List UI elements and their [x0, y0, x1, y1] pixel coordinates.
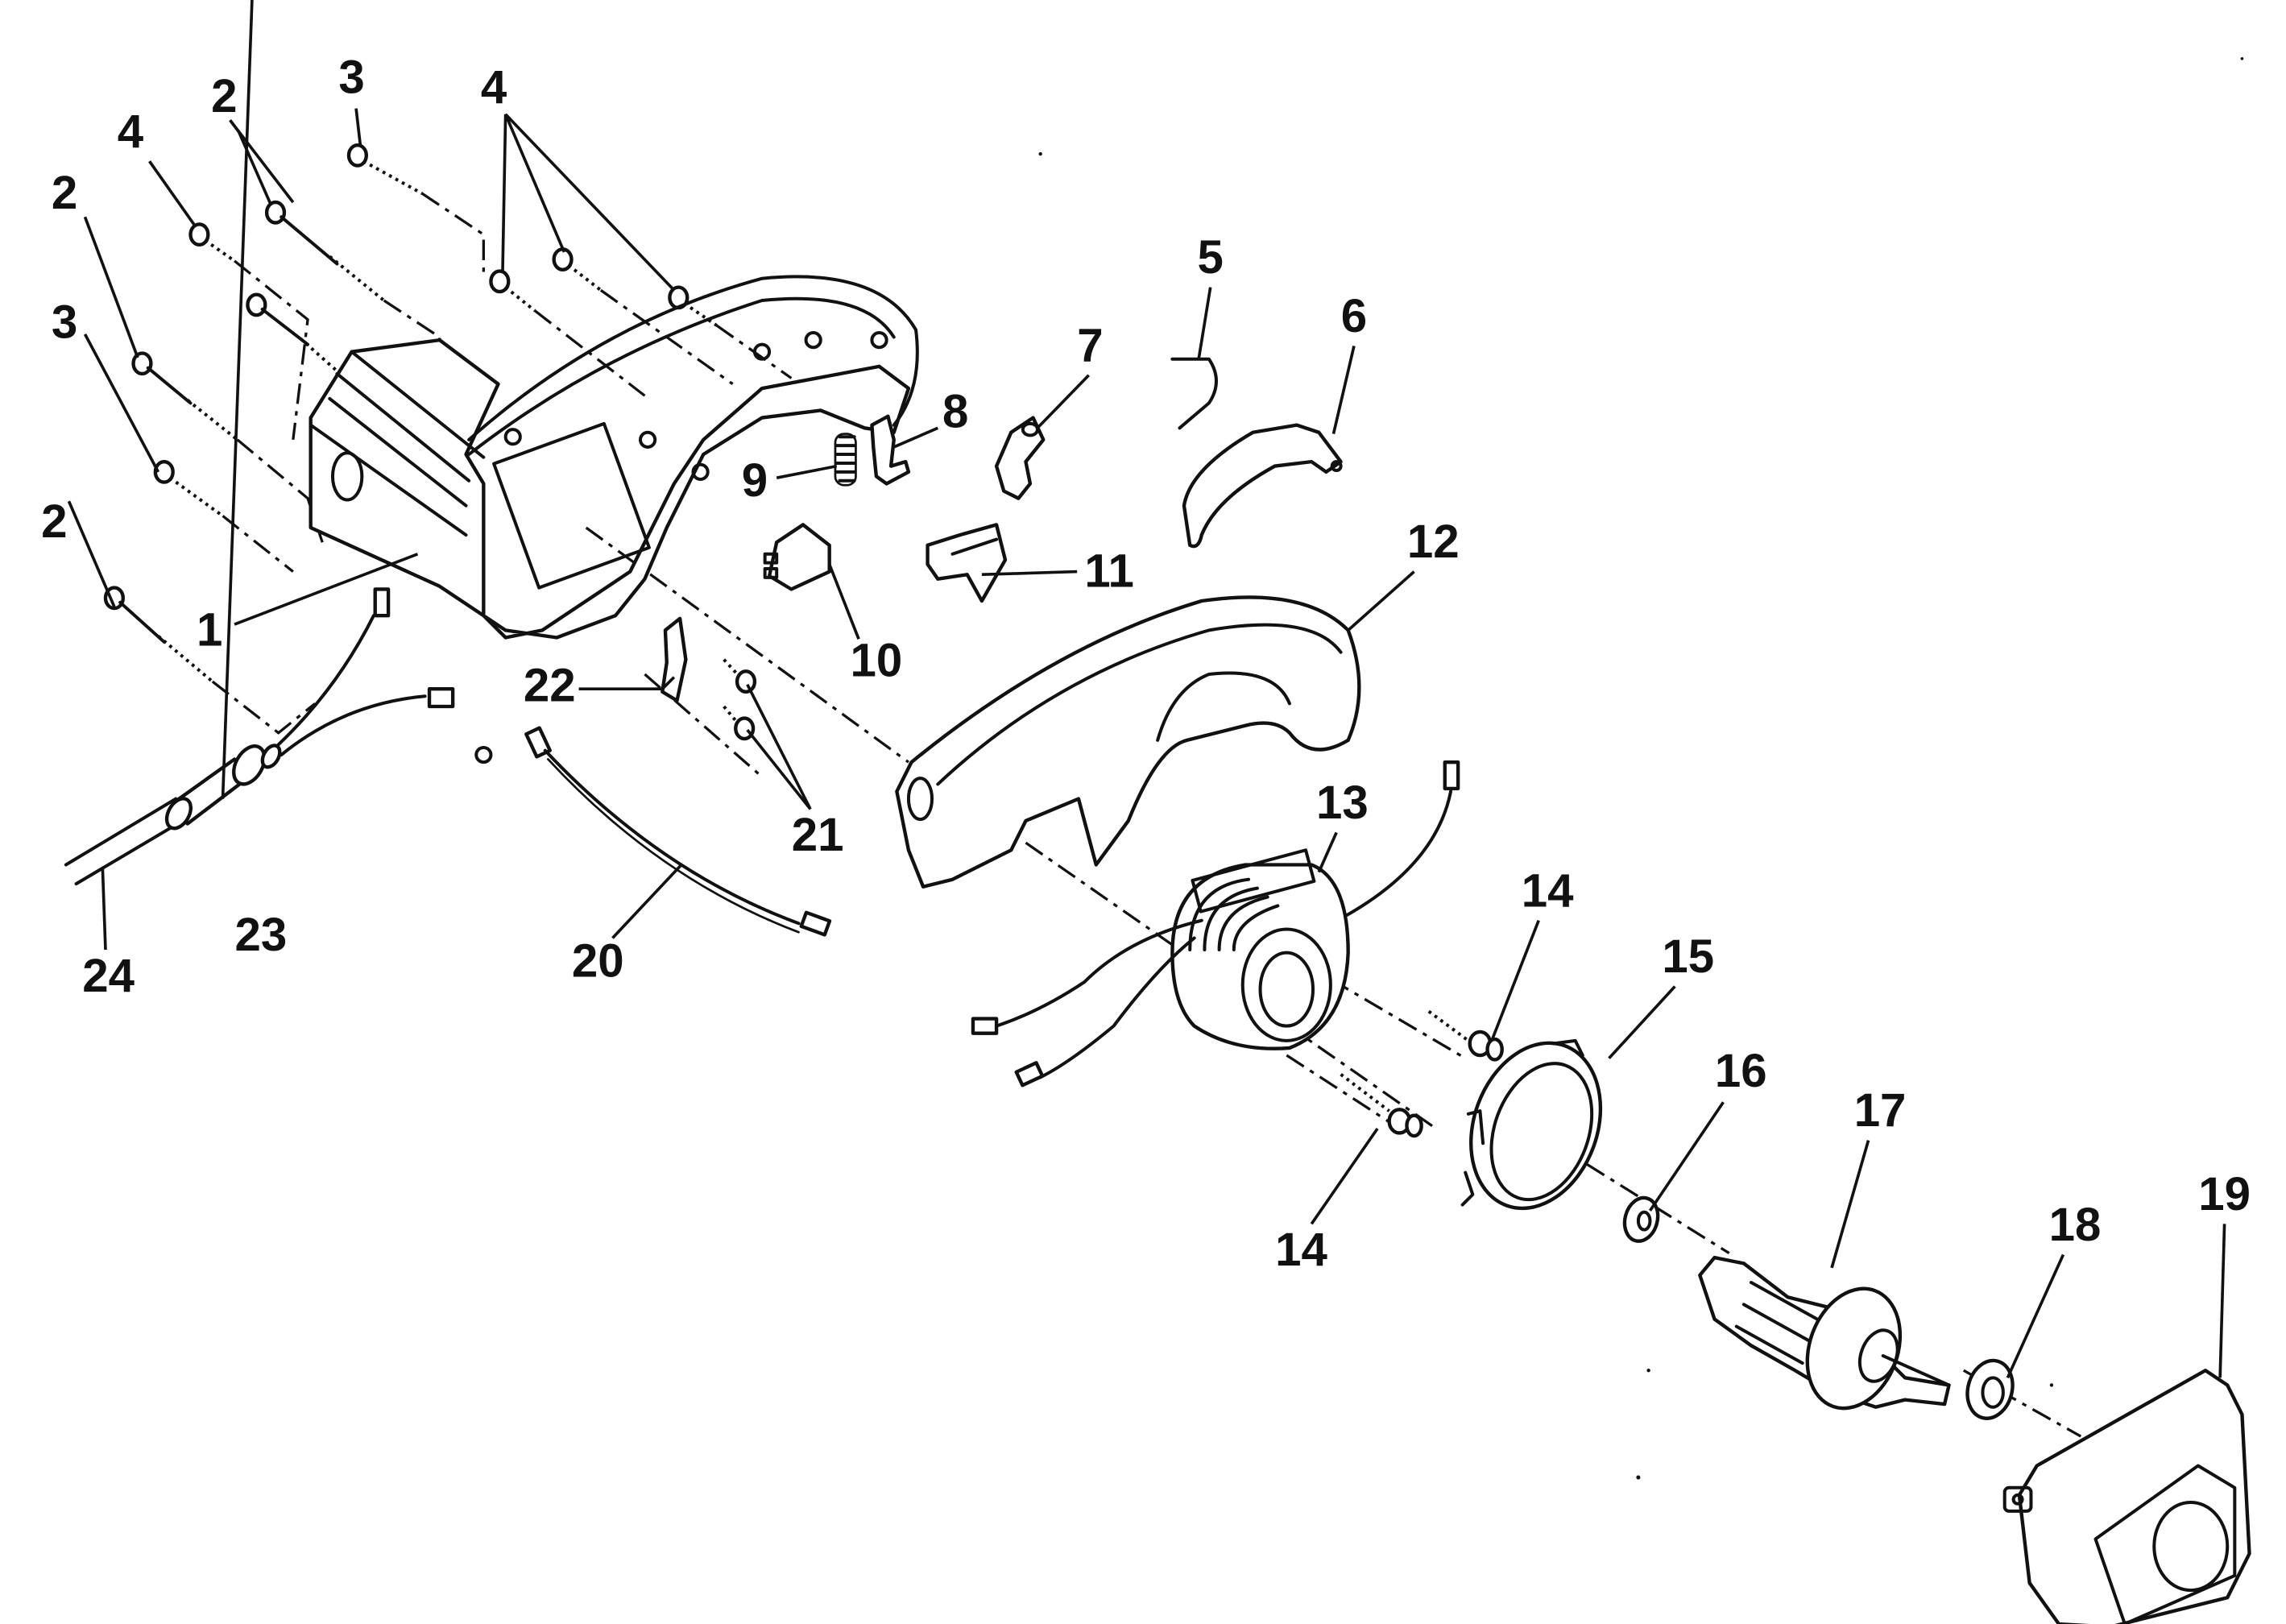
part-19-end-cover	[2002, 1369, 2251, 1624]
callout-5: 5	[1197, 231, 1223, 284]
cord-leads	[276, 587, 455, 757]
screw-2-left	[131, 351, 238, 441]
part-18-bearing	[1965, 1358, 2015, 1420]
callout-22: 22	[524, 660, 576, 712]
callout-2-top: 2	[211, 70, 237, 122]
leader-lines	[67, 0, 2226, 1379]
part-1-housing	[309, 275, 919, 764]
callout-12: 12	[1407, 516, 1460, 568]
screw-3-top	[346, 143, 423, 195]
callout-15: 15	[1662, 930, 1714, 983]
part-15-baffle	[1460, 1038, 1603, 1211]
part-13-stator	[1170, 848, 1350, 1050]
part-16-bearing	[1622, 1195, 1660, 1243]
screw-3-left	[153, 459, 224, 518]
screw-2-mid	[246, 292, 353, 386]
part-12-handle-cover	[895, 595, 1361, 889]
callout-9: 9	[742, 454, 768, 507]
callout-3-left: 3	[52, 296, 77, 348]
print-specks	[1038, 56, 2244, 1480]
callout-11: 11	[1084, 545, 1134, 598]
callout-6: 6	[1341, 290, 1367, 342]
callout-1: 1	[197, 603, 222, 656]
screw-4-left	[188, 222, 236, 263]
part-5-bracket-mark	[1170, 357, 1218, 430]
part-24-power-cord	[64, 797, 189, 886]
callout-23: 23	[234, 909, 287, 961]
part-10-switch	[763, 523, 831, 591]
callout-4-left: 4	[118, 106, 144, 158]
part-11-trigger	[926, 523, 1008, 603]
callout-16: 16	[1715, 1045, 1767, 1097]
callout-3-top: 3	[338, 51, 364, 103]
part-21-screws	[723, 658, 757, 741]
part-14-screw-lower	[1340, 1073, 1423, 1138]
part-23-strain-relief	[164, 744, 282, 831]
callout-14-upper: 14	[1522, 864, 1574, 917]
callout-20: 20	[572, 935, 624, 988]
callout-19: 19	[2198, 1168, 2251, 1220]
screw-2-bottom	[103, 586, 214, 683]
callout-4-top: 4	[481, 61, 507, 114]
callout-8: 8	[942, 385, 968, 437]
callout-14-lower: 14	[1275, 1224, 1327, 1276]
callout-13: 13	[1316, 777, 1369, 829]
part-7-lock-button	[994, 416, 1046, 500]
part-22-cord-clamp	[661, 616, 688, 702]
part-20-wire-lead	[524, 726, 832, 937]
callout-labels: 3 2 4 4 2 3 2 1 5 6 7 8 9 10 11 12 13 14…	[41, 51, 2251, 1276]
screws-4-top	[489, 247, 718, 327]
part-6-lever	[1182, 423, 1343, 549]
part-14-screw-upper	[1427, 1009, 1504, 1062]
callout-2-lower: 2	[41, 495, 67, 548]
callout-7: 7	[1077, 319, 1103, 371]
callout-2-upper: 2	[52, 167, 77, 219]
stator-wires	[971, 760, 1460, 1088]
callout-18: 18	[2049, 1199, 2102, 1251]
part-8-latch	[870, 414, 911, 486]
callout-17: 17	[1854, 1084, 1907, 1137]
part-9-spring	[834, 433, 857, 487]
callout-10: 10	[851, 635, 903, 687]
part-17-armature	[1698, 1255, 1951, 1411]
screw-2-top	[264, 200, 385, 302]
callout-21: 21	[792, 809, 844, 861]
callout-24: 24	[82, 950, 135, 1002]
